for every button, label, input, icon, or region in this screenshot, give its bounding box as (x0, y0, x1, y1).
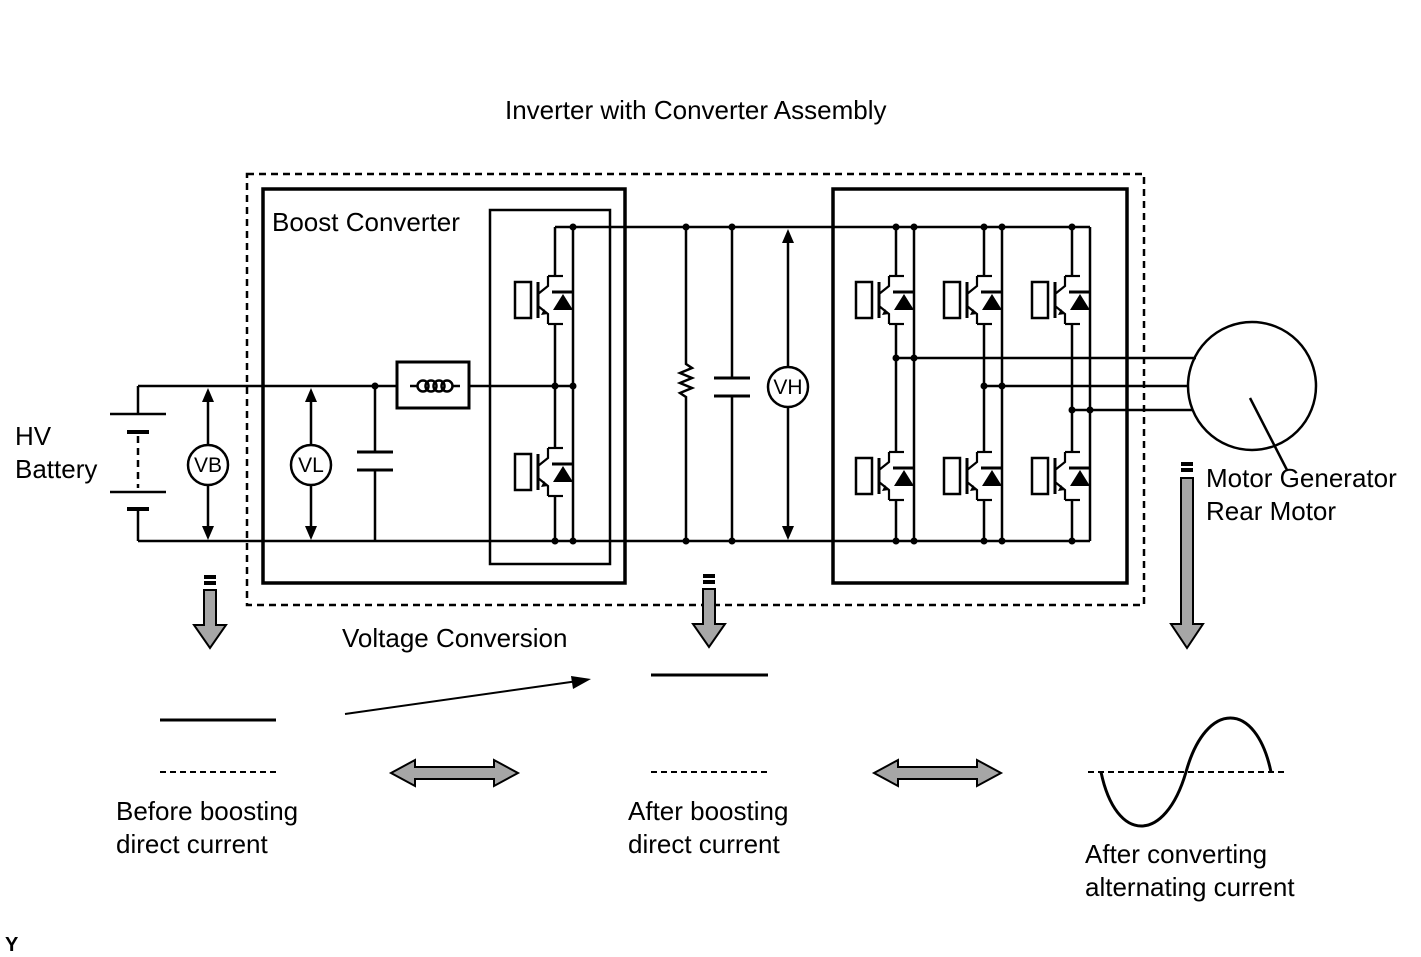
motor-label-line1: Motor Generator (1206, 463, 1397, 493)
vh-label: VH (773, 376, 802, 399)
motor-label-line2: Rear Motor (1206, 496, 1336, 526)
waveform-before-boost (160, 718, 276, 773)
bidirectional-arrow-right (871, 758, 1004, 788)
vb-label: VB (194, 454, 222, 477)
after-convert-label-line2: alternating current (1085, 872, 1295, 902)
after-convert-label-line1: After converting (1085, 839, 1267, 869)
vl-voltmeter: VL (289, 443, 333, 487)
after-boost-label-line1: After boosting (628, 796, 788, 826)
measurement-down-arrow-left (192, 575, 228, 650)
reactor-inductor (395, 360, 471, 410)
vh-voltmeter: VH (766, 365, 810, 409)
before-boost-label-line2: direct current (116, 829, 268, 859)
motor-generator-circle (1186, 320, 1318, 452)
waveform-after-convert (1088, 716, 1285, 828)
voltage-measure-arrows (202, 229, 794, 540)
measurement-down-arrow-middle (691, 574, 727, 649)
inverter-assembly-boundary (245, 172, 1146, 607)
voltage-conversion-label: Voltage Conversion (342, 623, 567, 653)
boost-converter-label: Boost Converter (272, 207, 460, 237)
waveform-after-boost (651, 673, 768, 773)
before-boost-label-line1: Before boosting (116, 796, 298, 826)
assembly-title: Inverter with Converter Assembly (505, 95, 886, 125)
junction-dots (371, 223, 1094, 545)
circuit-wiring (110, 225, 1289, 543)
inverter-switches (854, 274, 1093, 502)
vb-voltmeter: VB (186, 443, 230, 487)
vl-label: VL (298, 454, 324, 477)
measurement-down-arrow-right (1169, 462, 1205, 650)
battery-label-line1: HV (15, 421, 52, 451)
after-boost-label-line2: direct current (628, 829, 780, 859)
corner-mark: Y (5, 934, 19, 956)
battery-label-line2: Battery (15, 454, 97, 484)
voltage-conversion-arrow (344, 676, 591, 715)
bidirectional-arrow-left (388, 758, 521, 788)
